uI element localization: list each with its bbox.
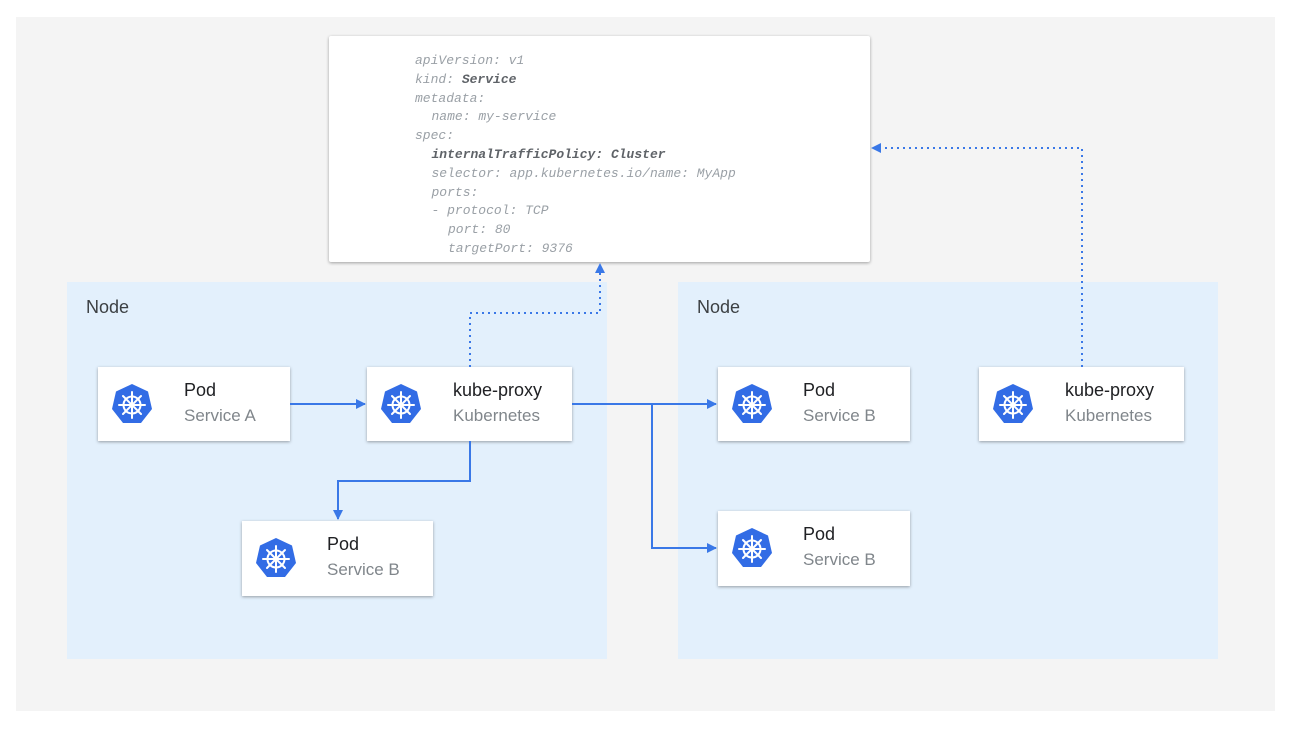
yaml-value: 9376 [533,240,573,256]
card-title: Pod [327,534,360,554]
yaml-value: app.kubernetes.io/name: MyApp [501,165,736,181]
card-subtitle: Kubernetes [453,406,540,425]
yaml-value: v1 [500,53,525,68]
yaml-key: targetPort: [448,240,534,256]
card-title: kube-proxy [453,380,543,400]
kubernetes-icon [110,382,154,426]
yaml-line: selector: app.kubernetes.io/name: MyApp [415,165,736,184]
yaml-line: name: my-service [415,108,736,127]
yaml-line: targetPort: 9376 [415,240,736,259]
card-subtitle: Kubernetes [1065,406,1152,425]
node-1: Node [67,282,607,659]
yaml-key: internalTrafficPolicy: [431,146,604,162]
card-title: kube-proxy [1065,380,1155,400]
yaml-line: - protocol: TCP [415,202,736,221]
yaml-key: - protocol: [431,203,518,219]
card-subtitle: Service A [184,406,256,425]
yaml-line: internalTrafficPolicy: Cluster [415,146,736,165]
card-title: Pod [184,380,217,400]
yaml-line: spec: [415,127,736,146]
card-subtitle: Service B [327,560,400,579]
pod-service-b-card-2: Pod Service B [718,367,910,441]
yaml-line: apiVersion: v1 [415,52,736,71]
yaml-value: TCP [517,203,549,219]
yaml-key: metadata: [415,90,486,106]
card-subtitle: Service B [803,550,876,569]
kube-proxy-card-1: kube-proxy Kubernetes [367,367,572,441]
pod-service-b-card-3: Pod Service B [718,511,910,586]
yaml-line: port: 80 [415,221,736,240]
card-subtitle: Service B [803,406,876,425]
card-title: Pod [803,380,836,400]
kubernetes-icon [730,526,774,570]
yaml-key: name: [431,109,471,125]
yaml-value: my-service [470,109,557,125]
node-label: Node [697,297,741,317]
kubernetes-icon [991,382,1035,426]
kubernetes-icon [379,382,423,426]
yaml-key: kind: [415,71,455,87]
yaml-line: kind: Service [415,71,736,90]
yaml-key: port: [448,222,488,238]
yaml-key: selector: [431,165,502,181]
yaml-line: metadata: [415,90,736,109]
pod-service-a-card: Pod Service A [98,367,290,441]
card-title: Pod [803,524,836,544]
node-label: Node [86,297,130,317]
kubernetes-icon [254,536,298,580]
yaml-value: Service [454,71,517,87]
kube-proxy-card-2: kube-proxy Kubernetes [979,367,1184,441]
node-2: Node [678,282,1218,659]
yaml-value: Cluster [603,146,666,162]
kubernetes-icon [730,382,774,426]
yaml-line: ports: [415,184,736,203]
yaml-key: apiVersion: [415,53,501,68]
yaml-value: 80 [487,222,511,238]
yaml-key: ports: [431,184,479,200]
pod-service-b-card-1: Pod Service B [242,521,433,596]
yaml-key: spec: [415,128,455,144]
